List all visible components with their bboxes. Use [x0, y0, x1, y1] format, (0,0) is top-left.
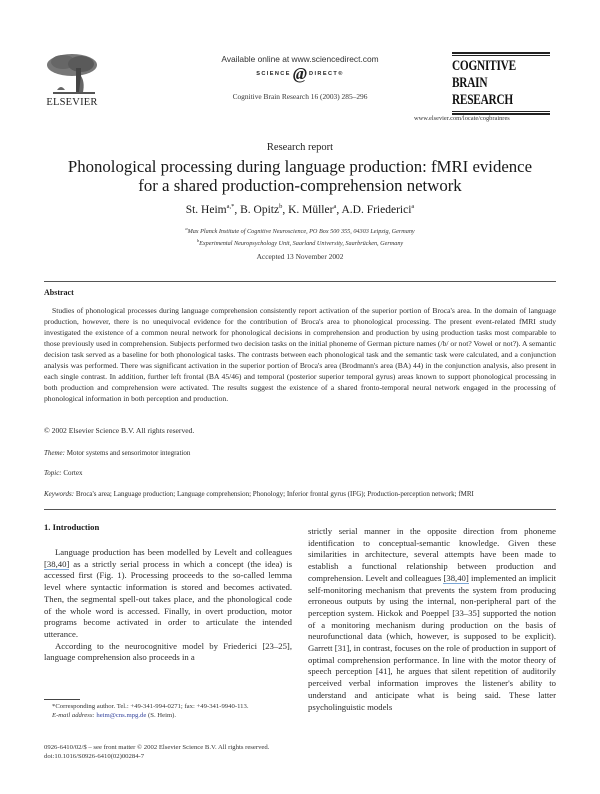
citation-link[interactable]: [38,40] — [443, 572, 469, 584]
abstract-top-rule — [44, 281, 556, 282]
citation-link[interactable]: [38,40] — [44, 558, 70, 570]
article-title: Phonological processing during language … — [30, 157, 570, 195]
journal-url[interactable]: www.elsevier.com/locate/cogbrainres — [414, 115, 510, 122]
abstract-heading: Abstract — [44, 288, 74, 297]
elsevier-tree-icon — [47, 54, 97, 94]
paragraph: strictly serial manner in the opposite d… — [308, 526, 556, 712]
author: A.D. Friedericia — [341, 203, 415, 216]
author: K. Müllera, — [288, 203, 342, 216]
journal-logo-line3: RESEARCH — [452, 92, 513, 108]
journal-logo-rule-top-thin — [452, 55, 550, 56]
journal-logo-rule-top — [452, 52, 550, 54]
abstract-bottom-rule — [44, 509, 556, 510]
sciencedirect-block: Available online at www.sciencedirect.co… — [200, 54, 400, 101]
issn-copyright: 0926-6410/02/$ – see front matter © 2002… — [44, 744, 270, 751]
author-list: St. Heima,*, B. Opitzb, K. Müllera, A.D.… — [0, 203, 600, 216]
front-matter: 0926-6410/02/$ – see front matter © 2002… — [44, 743, 269, 761]
body-column-left: Language production has been modelled by… — [44, 547, 292, 664]
available-online-text[interactable]: Available online at www.sciencedirect.co… — [221, 54, 379, 64]
body-column-right: strictly serial manner in the opposite d… — [308, 526, 556, 713]
author: St. Heima,*, — [185, 203, 241, 216]
introduction-heading: 1. Introduction — [44, 522, 100, 532]
paragraph: Language production has been modelled by… — [44, 547, 292, 639]
email-link[interactable]: heim@cns.mpg.de — [96, 712, 147, 719]
journal-logo-rule-bottom — [452, 113, 550, 115]
sciencedirect-logo-left: SCIENCE — [256, 71, 291, 77]
affiliation: bExperimental Neuropsychology Unit, Saar… — [196, 238, 404, 247]
author: B. Opitzb, — [240, 203, 289, 216]
sciencedirect-at-icon: @ — [292, 64, 308, 83]
footnotes: *Corresponding author. Tel.: +49-341-994… — [44, 702, 292, 720]
article-title-line2: for a shared production-comprehension ne… — [138, 176, 462, 195]
sciencedirect-logo-right: DIRECT® — [309, 71, 344, 77]
topic-line: Topic: Cortex — [44, 469, 83, 477]
paragraph: According to the neurocognitive model by… — [44, 640, 292, 663]
journal-citation: Cognitive Brain Research 16 (2003) 285–2… — [232, 92, 368, 101]
article-title-line1: Phonological processing during language … — [67, 157, 533, 176]
elsevier-wordmark: ELSEVIER — [46, 97, 98, 108]
journal-logo-line1: COGNITIVE — [452, 58, 516, 74]
email-note: E-mail address: heim@cns.mpg.de (S. Heim… — [52, 712, 177, 719]
corresponding-author-note: *Corresponding author. Tel.: +49-341-994… — [52, 703, 249, 710]
elsevier-logo: ELSEVIER — [44, 52, 100, 108]
journal-logo: COGNITIVE BRAIN RESEARCH — [452, 52, 550, 116]
abstract-copyright: © 2002 Elsevier Science B.V. All rights … — [44, 426, 195, 435]
journal-logo-line2: BRAIN — [452, 75, 488, 91]
accepted-date: Accepted 13 November 2002 — [256, 252, 344, 261]
theme-line: Theme: Motor systems and sensorimotor in… — [44, 449, 191, 457]
footnote-rule — [44, 699, 80, 700]
sciencedirect-logo: SCIENCE @ DIRECT® — [200, 64, 400, 83]
keywords-line: Keywords: Broca's area; Language product… — [44, 490, 474, 498]
affiliation: aMax Planck Institute of Cognitive Neuro… — [185, 226, 415, 235]
doi: doi:10.1016/S0926-6410(02)00284-7 — [44, 753, 145, 760]
journal-logo-rule-bottom-thin — [452, 111, 550, 112]
article-type: Research report — [266, 142, 334, 153]
affiliations: aMax Planck Institute of Cognitive Neuro… — [0, 224, 600, 248]
abstract-body: Studies of phonological processes during… — [44, 306, 556, 403]
